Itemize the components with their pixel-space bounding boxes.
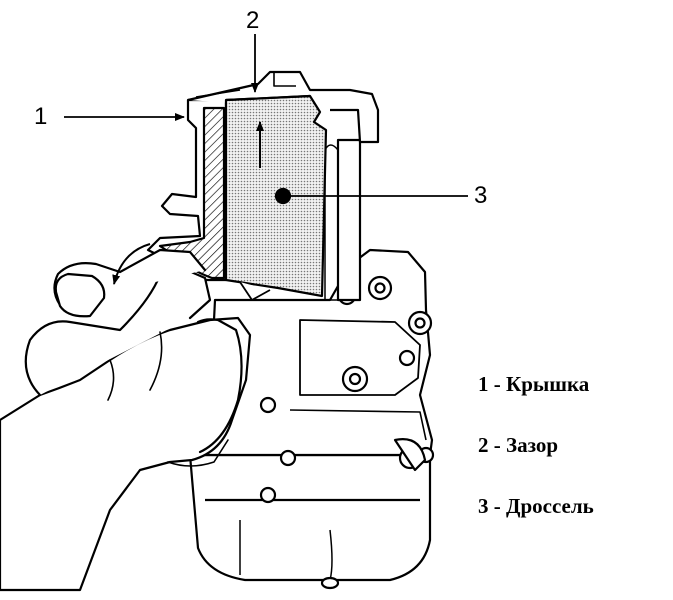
callout-2: 2 [246, 7, 260, 34]
rotation-arrow [112, 243, 151, 285]
thumbnail [54, 272, 106, 318]
hand [0, 248, 252, 592]
lower-finger [196, 318, 243, 454]
callout-3: 3 [474, 182, 488, 209]
legend-item-throttle: 3 - Дроссель [478, 494, 594, 518]
throttle-slide [224, 94, 328, 301]
legend-item-cover: 1 - Крышка [478, 372, 590, 396]
leader-lines [64, 34, 468, 197]
float-bowl [188, 453, 432, 582]
callout-1: 1 [34, 103, 48, 130]
palm [0, 316, 252, 592]
slide-guide-rod [324, 138, 362, 302]
motion-arrows [112, 121, 264, 285]
legend-item-gap: 2 - Зазор [478, 433, 559, 457]
slide-center-dot [274, 187, 292, 205]
